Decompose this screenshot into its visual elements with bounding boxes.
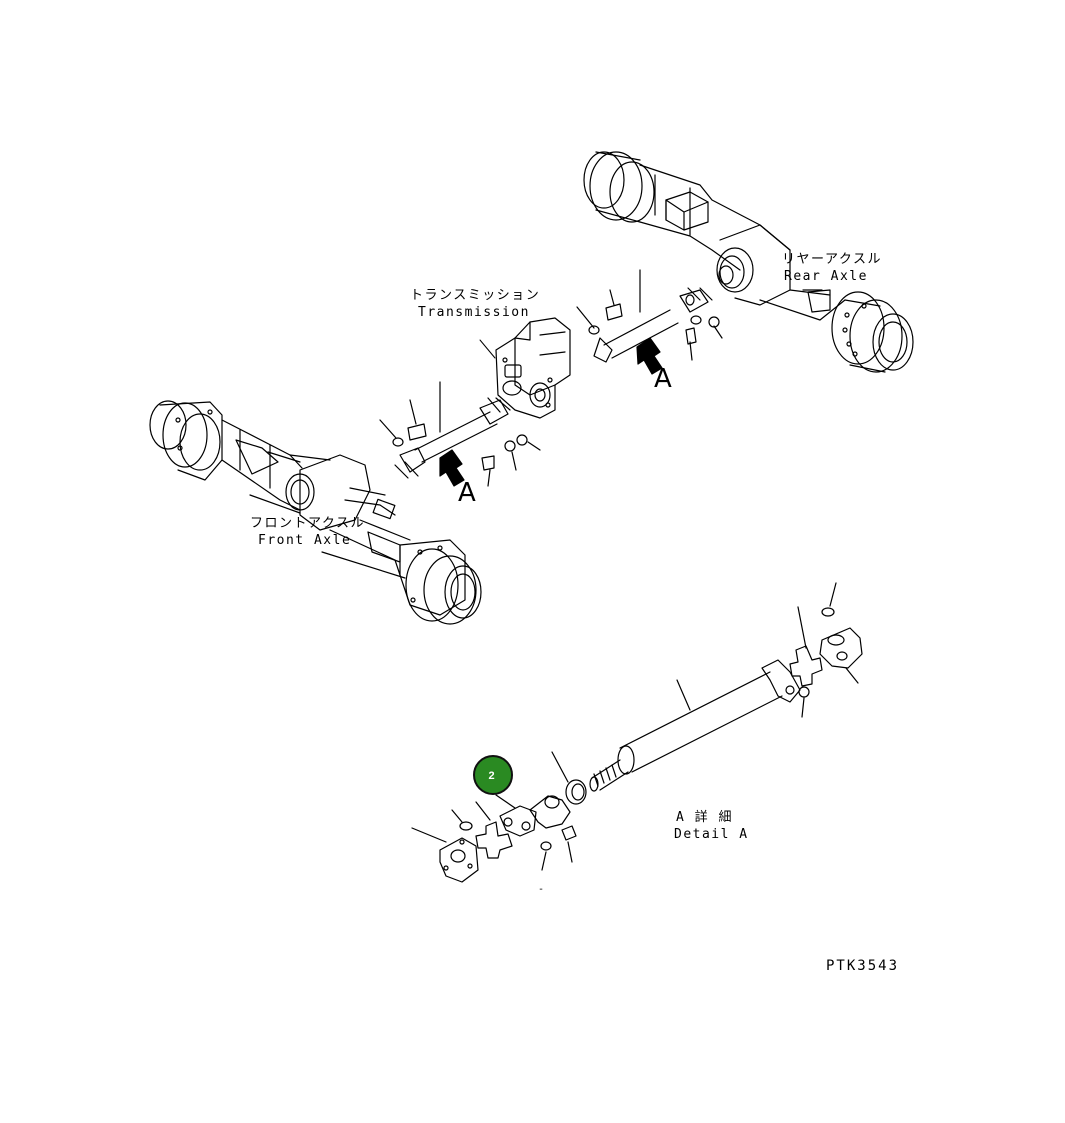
view-a-marker-lower: A <box>458 478 476 508</box>
transmission-label-en: Transmission <box>418 305 530 320</box>
rear-axle-label-jp: リヤーアクスル <box>782 252 882 267</box>
detail-a-label-en: Detail A <box>674 827 749 842</box>
rear-axle-label-en: Rear Axle <box>784 269 868 284</box>
drawing-code: PTK3543 <box>826 958 900 974</box>
rear-axle <box>583 151 914 373</box>
detail-a-label-jp: A 詳 細 <box>676 810 733 825</box>
view-a-marker-upper: A <box>654 364 672 394</box>
upper-drive-shaft <box>576 269 723 375</box>
part-callout-2[interactable]: 2 <box>473 755 513 795</box>
front-axle-label-jp: フロントアクスル <box>250 516 365 531</box>
transmission-label-jp: トランスミッション <box>410 288 541 303</box>
detail-a-assembly <box>411 582 863 883</box>
dot-mark: - <box>538 884 545 895</box>
transmission <box>479 317 571 419</box>
front-axle-label-en: Front Axle <box>258 533 352 548</box>
lower-drive-shaft <box>379 381 541 487</box>
part-callout-number: 2 <box>488 770 495 782</box>
front-axle <box>149 400 482 625</box>
